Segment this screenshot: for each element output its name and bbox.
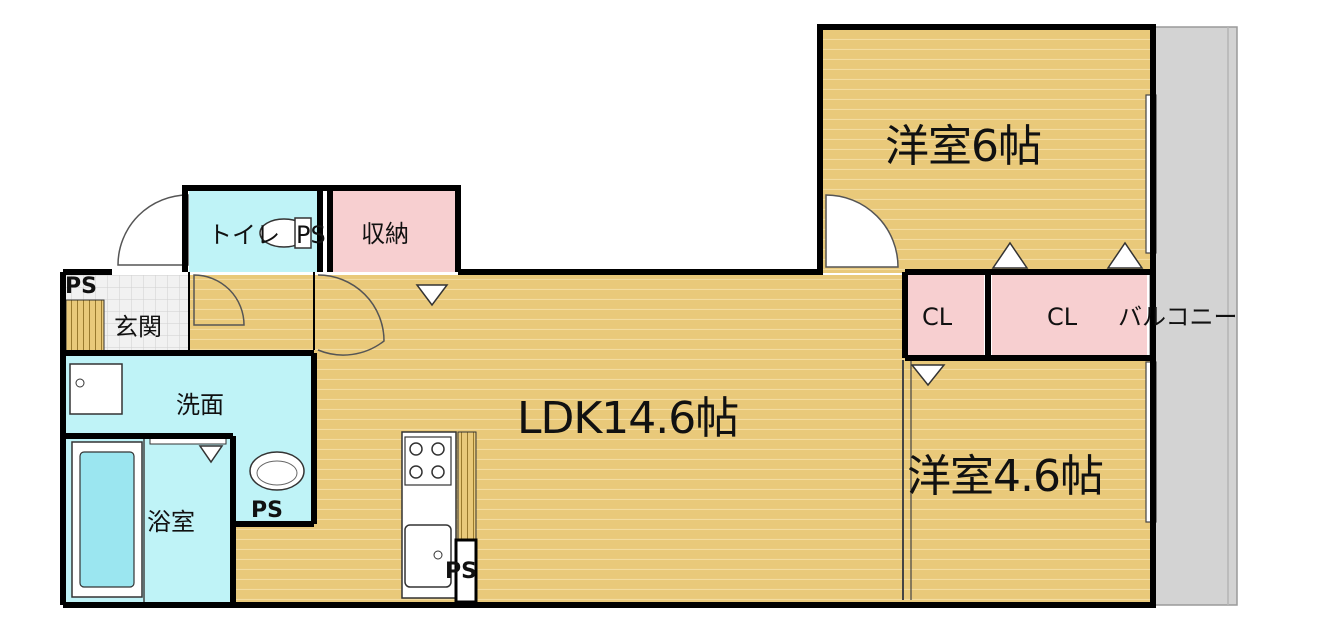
balcony-label: バルコニー [1118,303,1238,331]
entrance-label: 玄関 [114,313,162,341]
washroom-label: 洗面 [176,391,224,419]
balcony [1149,26,1238,606]
wash-basin [249,451,305,491]
bedroom-6-label: 洋室6帖 [885,121,1042,172]
closet-large-label: CL [1047,303,1078,331]
walls [60,24,1156,608]
closet-small-label: CL [922,303,953,331]
ldk-floor [234,275,907,603]
storage-label: 収納 [361,220,409,248]
shoe-box [65,299,105,352]
toilet-bowl [259,217,312,249]
ldk-label: LDK14.6帖 [517,393,739,444]
kitchen-counter [401,431,477,599]
door-markers [198,241,1144,464]
closet-small-floor [907,275,984,355]
toilet-ps-label: PS [296,221,326,249]
kitchen-ps-label: PS [445,559,477,584]
closet-large-floor [992,275,1147,355]
storage-floor [332,191,455,272]
bathroom-label: 浴室 [147,508,195,536]
bathtub [71,436,227,603]
bedroom-4-6-floor [907,358,1150,603]
entrance-ps-label: PS [65,274,97,299]
washroom-ps-label: PS [251,498,283,523]
door-swings [117,194,899,356]
washing-machine [69,363,123,415]
toilet-label: トイレ [208,221,280,249]
entrance-hall-floor [189,275,314,351]
bedroom-4-6-label: 洋室4.6帖 [907,451,1104,502]
